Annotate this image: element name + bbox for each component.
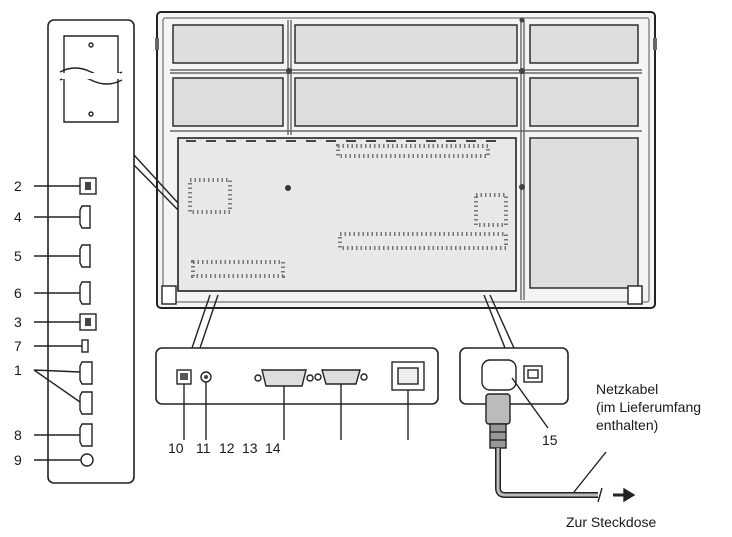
label-11: 11 xyxy=(196,440,211,456)
bottom-terminal-panel xyxy=(155,294,439,440)
power-cord-label-line1: Netzkabel xyxy=(596,381,659,397)
label-4: 4 xyxy=(14,209,22,225)
power-cord-label-line2: (im Lieferumfang xyxy=(596,399,702,415)
label-13: 13 xyxy=(242,440,258,456)
label-15: 15 xyxy=(542,432,558,448)
power-cord-label-line3: enthalten) xyxy=(596,417,659,433)
label-3: 3 xyxy=(14,314,22,330)
power-cord-callout: Netzkabel (im Lieferumfang enthalten) xyxy=(596,380,701,434)
label-2: 2 xyxy=(14,178,22,194)
label-1: 1 xyxy=(14,362,22,378)
label-6: 6 xyxy=(14,285,22,301)
label-10: 10 xyxy=(168,440,184,456)
label-14: 14 xyxy=(265,440,281,456)
label-5: 5 xyxy=(14,248,22,264)
label-9: 9 xyxy=(14,452,22,468)
label-8: 8 xyxy=(14,427,22,443)
monitor-rear xyxy=(155,11,657,309)
side-terminal-panel xyxy=(33,19,179,484)
outlet-label: Zur Steckdose xyxy=(566,514,657,530)
label-7: 7 xyxy=(14,338,22,354)
power-panel xyxy=(459,294,636,503)
label-12: 12 xyxy=(219,440,235,456)
